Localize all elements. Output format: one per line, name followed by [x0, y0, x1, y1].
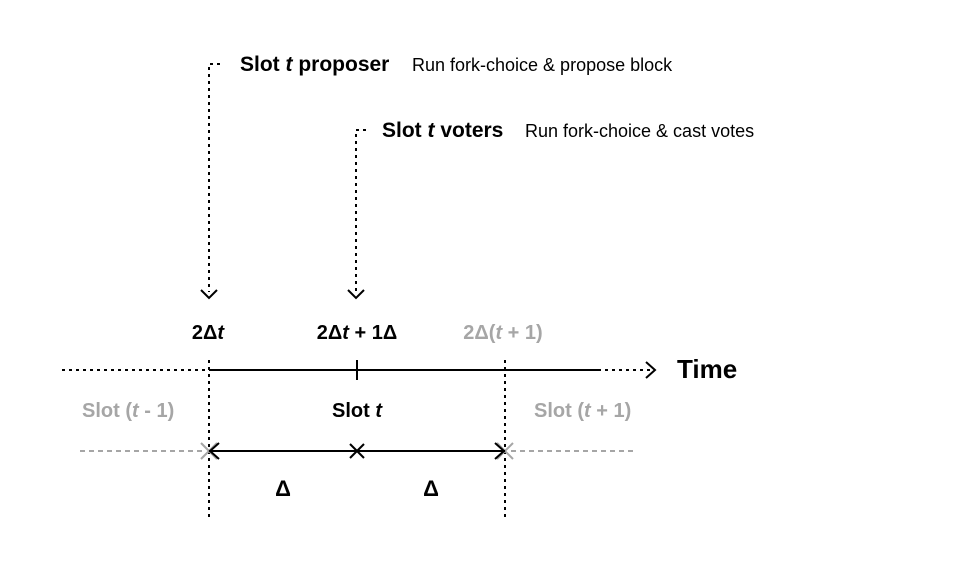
proposer-description: Run fork-choice & propose block	[412, 55, 673, 75]
proposer-title: Slot t proposer	[240, 53, 389, 76]
proposer-annotation: Slot t proposer Run fork-choice & propos…	[200, 53, 673, 300]
proposer-arrowhead	[200, 289, 218, 300]
cross-marker-mid	[349, 443, 365, 459]
time-axis: Time	[62, 354, 737, 384]
delta-interval-row: Δ Δ	[80, 442, 636, 501]
proposer-dotted-leader	[208, 63, 220, 292]
delta-label-second: Δ	[423, 476, 439, 501]
slot-label-current: Slot t	[332, 400, 383, 422]
slot-label-next: Slot (t + 1)	[534, 400, 631, 422]
voters-dotted-leader	[355, 129, 366, 292]
delta-label-first: Δ	[275, 476, 291, 501]
tick-label-slot-mid: 2Δt + 1Δ	[317, 322, 397, 344]
voters-annotation: Slot t voters Run fork-choice & cast vot…	[347, 119, 754, 300]
time-axis-arrowhead	[645, 361, 657, 379]
voters-arrowhead	[347, 289, 365, 300]
voters-description: Run fork-choice & cast votes	[525, 121, 754, 141]
tick-label-slot-start: 2Δt	[192, 322, 226, 344]
tick-label-next-slot: 2Δ(t + 1)	[463, 322, 542, 344]
slot-label-previous: Slot (t - 1)	[82, 400, 174, 422]
time-axis-label: Time	[677, 354, 737, 384]
interval-arrowhead-right	[494, 442, 506, 460]
interval-arrowhead-left	[208, 442, 220, 460]
voters-title: Slot t voters	[382, 119, 503, 142]
